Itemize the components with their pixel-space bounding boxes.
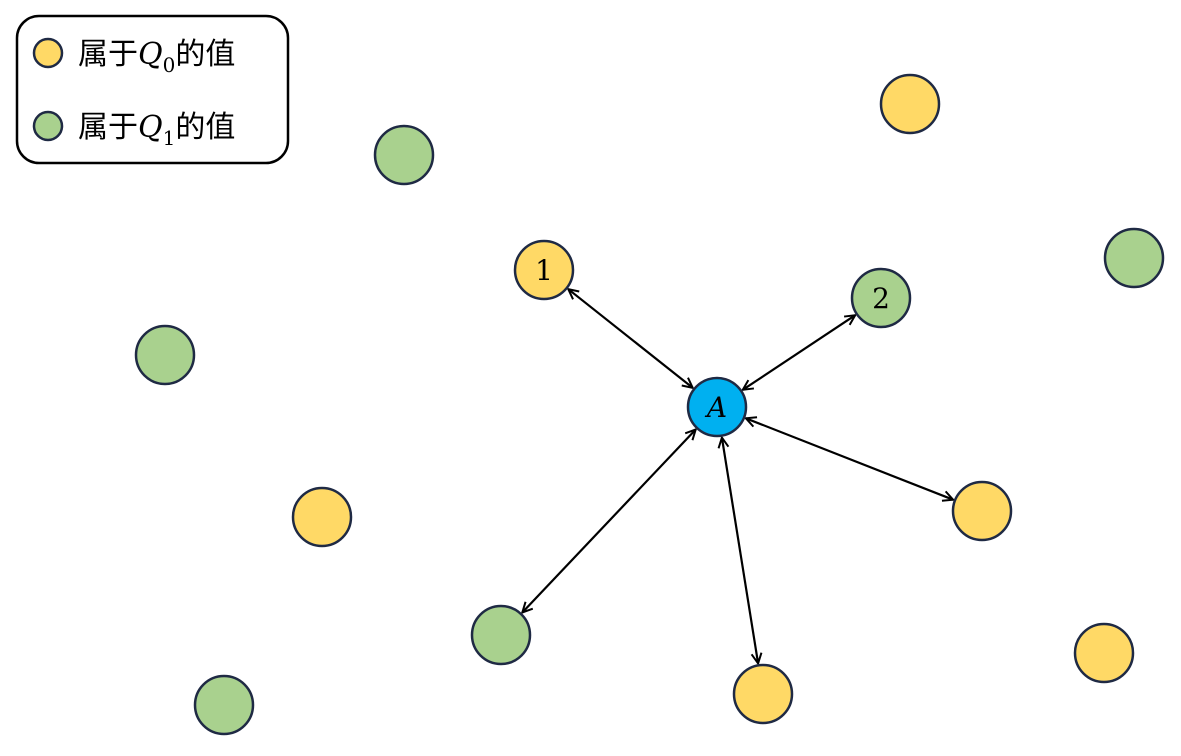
node-n1: 1 (513, 239, 575, 301)
legend-box (15, 14, 290, 165)
node-n2-circle (850, 267, 912, 329)
legend: 属于Q0的值 属于Q1的值 (15, 14, 290, 165)
node-n4 (470, 604, 532, 666)
edge-a-n5 (722, 438, 758, 664)
node-n5 (732, 663, 794, 725)
node-n7 (373, 124, 435, 186)
node-n8-circle (1103, 227, 1165, 289)
legend-swatch-q1 (32, 110, 64, 142)
legend-item-q0: 属于Q0的值 (32, 37, 235, 77)
node-n10 (291, 486, 353, 548)
node-n9 (134, 324, 196, 386)
node-n8 (1103, 227, 1165, 289)
node-n5-circle (732, 663, 794, 725)
node-n1-circle (513, 239, 575, 301)
nodes: 1 2A (134, 73, 1165, 736)
node-n12 (193, 674, 255, 736)
legend-label-q0: 属于Q0的值 (78, 37, 235, 77)
legend-label-q1: 属于Q1的值 (78, 110, 235, 150)
node-n12-circle (193, 674, 255, 736)
node-n4-circle (470, 604, 532, 666)
node-n6 (879, 73, 941, 135)
node-center-a-label: A (704, 391, 727, 424)
node-center-a-circle (686, 376, 748, 438)
node-n11 (1073, 622, 1135, 684)
legend-item-q1: 属于Q1的值 (32, 110, 235, 150)
edges (522, 289, 953, 663)
node-n10-circle (291, 486, 353, 548)
edge-a-n1 (568, 289, 692, 388)
node-n7-circle (373, 124, 435, 186)
node-n9-circle (134, 324, 196, 386)
legend-swatch-q0 (32, 37, 64, 69)
node-n1-label: 1 (535, 254, 553, 287)
node-n3-circle (951, 480, 1013, 542)
node-center-a: A (686, 376, 748, 438)
edge-a-n2 (743, 315, 855, 390)
node-n11-circle (1073, 622, 1135, 684)
node-n3 (951, 480, 1013, 542)
edge-a-n4 (522, 430, 695, 613)
edge-a-n3 (746, 418, 953, 499)
node-n2-label: 2 (872, 282, 890, 315)
node-n2: 2 (850, 267, 912, 329)
node-n6-circle (879, 73, 941, 135)
